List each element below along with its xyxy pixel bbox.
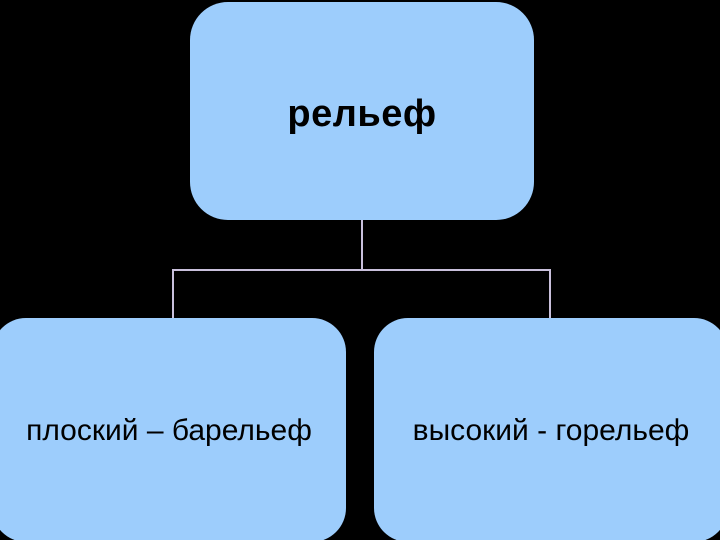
- node-root-label: рельеф: [287, 92, 437, 135]
- connector-horizontal-bar: [172, 269, 551, 271]
- connector-right-drop: [549, 269, 551, 319]
- node-child-flat-relief: плоский – барельеф: [0, 318, 346, 540]
- connector-left-drop: [172, 269, 174, 319]
- node-child-high-relief-label: высокий - горельеф: [412, 413, 690, 447]
- node-child-high-relief: высокий - горельеф: [374, 318, 720, 540]
- node-child-flat-relief-label: плоский – барельеф: [26, 413, 312, 447]
- node-root: рельеф: [190, 2, 534, 220]
- connector-root-stem: [361, 220, 363, 270]
